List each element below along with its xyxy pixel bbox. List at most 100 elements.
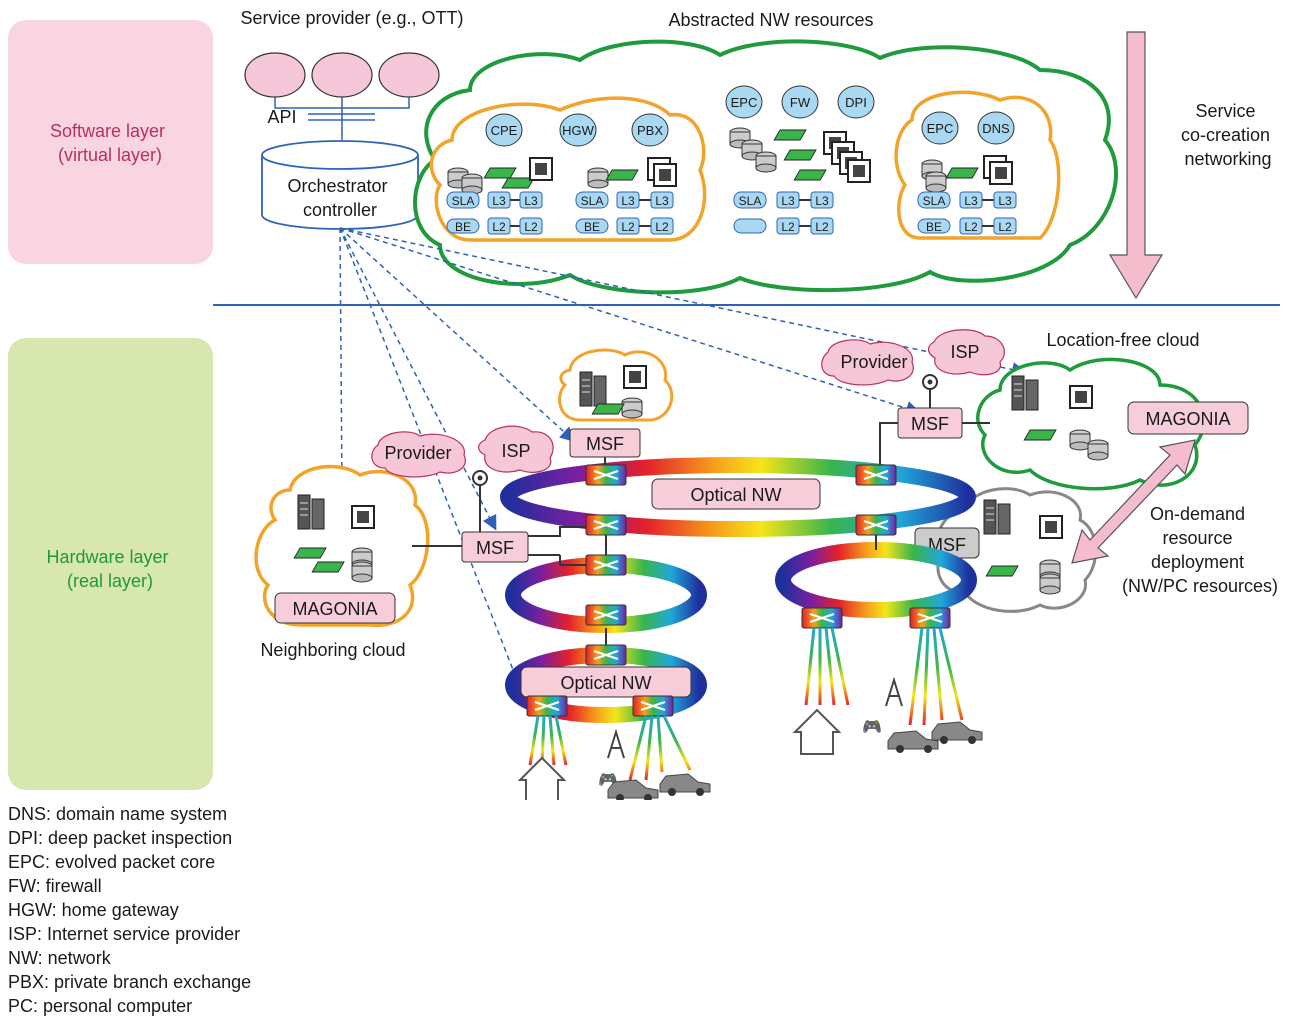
bubble-pbx-label: PBX [637,123,663,138]
chip-l2: L2 [781,220,795,234]
on-demand-arrow [1071,439,1196,564]
chip-l3: L3 [998,194,1012,208]
optical-nw-bottom-label: Optical NW [560,673,651,693]
control-arrows [334,227,1027,711]
bubble-cpe-label: CPE [491,123,518,138]
service-provider-title: Service provider (e.g., OTT) [240,8,463,28]
chip-sla: SLA [581,194,604,208]
provider-isp-right: Provider ISP [821,329,1005,386]
hardware-layer-title: Hardware layer (real layer) [46,547,173,591]
location-free-cloud-label: Location-free cloud [1046,330,1199,350]
chip-l3: L3 [492,194,506,208]
service-provider-ellipses [244,52,440,140]
chip-sla: SLA [739,194,762,208]
provider-isp-left: Provider ISP [371,425,554,478]
bubble-epc2-label: EPC [927,121,954,136]
bubble-fw-label: FW [790,95,811,110]
co-creation-label: Service co-creation networking [1181,101,1275,169]
chip-rows: SLA L3 L3 BE L2 L2 SLA L3 L3 BE L2 L2 SL… [446,191,1017,235]
neighboring-cloud: MAGONIA [254,464,430,628]
chip-l3: L3 [621,194,635,208]
bubble-cpe: CPE [485,113,523,147]
orchestrator-controller: Orchestrator controller [261,140,419,230]
bubble-hgw-label: HGW [562,123,595,138]
msf-center-label: MSF [586,434,624,454]
legend-item: ISP: Internet service provider [8,924,241,944]
chip-l3: L3 [524,194,538,208]
chip-sla: SLA [452,194,475,208]
api-label: API [267,107,296,127]
isp-right-label: ISP [950,342,979,362]
optical-nw-bottom: Optical NW [520,666,692,698]
bubble-pbx: PBX [631,113,669,147]
legend-item: DPI: deep packet inspection [8,828,233,848]
hardware-layer-panel: Hardware layer (real layer) [8,338,213,790]
optical-nw-top-label: Optical NW [690,485,781,505]
endpoints-left: 🎮 [519,731,711,800]
chip-l2: L2 [998,220,1012,234]
legend-item: DNS: domain name system [8,804,228,824]
chip-l2: L2 [621,220,635,234]
msf-left: MSF [412,470,586,566]
legend-item: PC: personal computer [8,996,193,1016]
on-demand-label: On-demand resource deployment (NW/PC res… [1122,504,1278,596]
co-creation-arrow [1108,31,1164,300]
legend-item: PBX: private branch exchange [8,972,252,992]
abbreviation-legend: DNS: domain name system DPI: deep packet… [8,802,251,1018]
chip-l2: L2 [815,220,829,234]
bubble-epc: EPC [725,85,763,119]
software-layer-title: Software layer (virtual layer) [50,121,170,165]
chips-epc-fw-dpi: SLA L3 L3 L2 L2 [733,191,834,235]
isp-left-label: ISP [501,441,530,461]
chip-be: BE [926,220,942,234]
epc-dns-cloud [894,90,1061,240]
bubble-epc2: EPC [921,111,959,145]
gamepad-icon: 🎮 [862,719,882,736]
chip-l3: L3 [655,194,669,208]
optical-rings [500,457,977,723]
legend-item: EPC: evolved packet core [8,852,216,872]
optical-nw-top: Optical NW [651,478,821,510]
bubble-group: CPE HGW PBX EPC FW DPI EPC DNS [485,85,1015,147]
orchestrator-label: Orchestrator controller [287,176,392,220]
software-layer-panel: Software layer (virtual layer) [8,20,213,264]
bubble-dpi-label: DPI [845,95,867,110]
msf-right-label: MSF [911,414,949,434]
bubble-hgw: HGW [559,113,597,147]
legend-item: NW: network [8,948,111,968]
magonia-location-free-label: MAGONIA [1145,409,1230,429]
magonia-neighboring-label: MAGONIA [292,599,377,619]
bubble-fw: FW [781,85,819,119]
network-diagram: Software layer (virtual layer) Hardware … [8,8,1280,800]
chip-be: BE [455,220,471,234]
msf-right: MSF [879,374,990,465]
chip-be: BE [584,220,600,234]
provider-left-label: Provider [384,443,451,463]
legend-item: HGW: home gateway [8,900,179,920]
chip-l3: L3 [964,194,978,208]
chips-epc-dns: SLA L3 L3 BE L2 L2 [917,191,1017,235]
endpoints-right: 🎮 [794,679,983,755]
msf-left-label: MSF [476,538,514,558]
provider-right-label: Provider [840,352,907,372]
chips-hgw: SLA L3 L3 BE L2 L2 [575,191,674,235]
bubble-dns-label: DNS [982,121,1010,136]
bubble-dns: DNS [977,111,1015,145]
location-free-cloud: MAGONIA [976,357,1249,491]
access-beams [528,627,964,781]
chip-l2: L2 [524,220,538,234]
chips-cpe: SLA L3 L3 BE L2 L2 [446,191,543,235]
bubble-dpi: DPI [837,85,875,119]
chip-l2: L2 [964,220,978,234]
chip-l2: L2 [492,220,506,234]
msf-center: MSF [569,428,641,465]
legend-item: FW: firewall [8,876,102,896]
abstracted-nw-title: Abstracted NW resources [668,10,873,30]
chip-l3: L3 [815,194,829,208]
bubble-epc-label: EPC [731,95,758,110]
chip-l3: L3 [781,194,795,208]
neighboring-cloud-label: Neighboring cloud [260,640,405,660]
small-orange-cloud [558,348,674,422]
chip-l2: L2 [655,220,669,234]
